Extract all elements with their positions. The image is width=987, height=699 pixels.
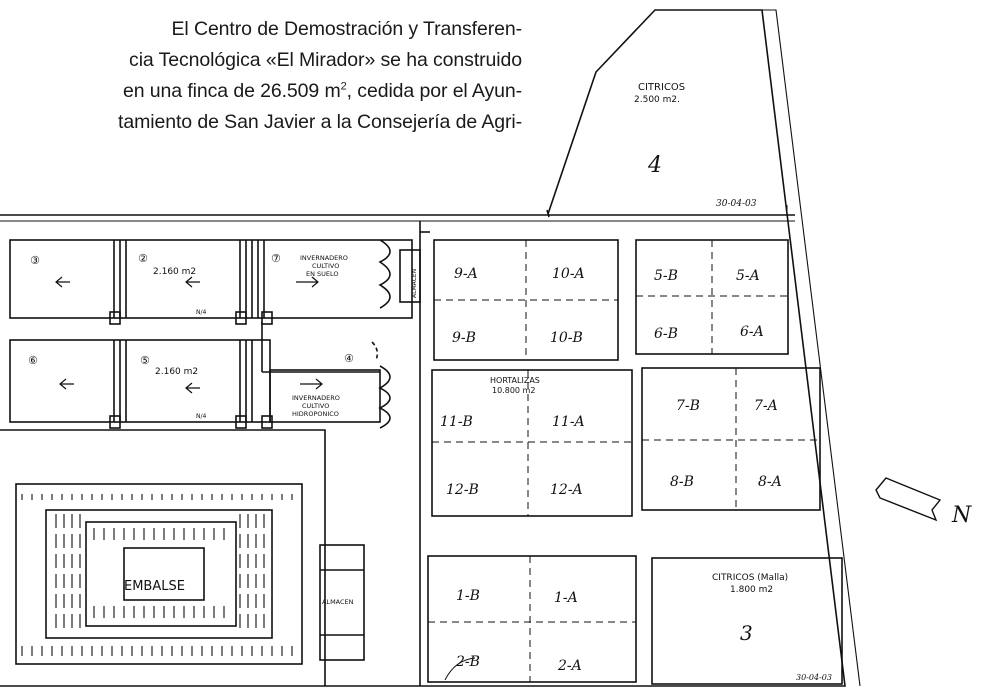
citricos-3-number: 3 xyxy=(740,621,753,645)
property-boundary xyxy=(0,9,846,687)
embalse-hatching xyxy=(21,494,293,656)
plot-1b: 1-B xyxy=(456,588,480,604)
citricos-4-title: CITRICOS xyxy=(638,82,685,93)
greenhouse-top-block xyxy=(9,239,413,319)
suelo-line-1: INVERNADERO xyxy=(300,254,348,262)
hidro-line-3: HIDROPONICO xyxy=(292,410,339,418)
plot-12a: 12-A xyxy=(550,482,583,498)
plots-11-12 xyxy=(431,369,633,517)
plot-7b: 7-B xyxy=(676,398,700,414)
greenhouse-hidro xyxy=(269,369,381,423)
almacen-small-label: ALMACEN xyxy=(411,269,418,298)
plot-5b: 5-B xyxy=(654,268,678,284)
plot-2b: 2-B xyxy=(455,654,480,670)
citricos-3-title: CITRICOS (Malla) xyxy=(712,573,788,583)
plot-6b: 6-B xyxy=(654,326,678,342)
greenhouse-6-label: ⑥ xyxy=(28,354,38,367)
plot-2a: 2-A xyxy=(557,658,582,674)
citricos-3-area: 1.800 m2 xyxy=(730,585,773,595)
plot-6a: 6-A xyxy=(740,324,764,340)
greenhouse-4-label: ④ xyxy=(344,352,354,365)
plot-11b: 11-B xyxy=(440,414,473,430)
plots-citricos-3 xyxy=(651,557,843,685)
plots-7-8 xyxy=(641,367,821,511)
citricos-4-number: 4 xyxy=(647,153,662,178)
greenhouse-top-area: 2.160 m2 xyxy=(153,267,196,277)
plot-10b: 10-B xyxy=(550,330,583,346)
plot-11a: 11-A xyxy=(552,414,585,430)
intro-line-3-post: , cedida por el Ayun- xyxy=(346,80,522,102)
hidro-line-2: CULTIVO xyxy=(302,402,329,410)
plot-8b: 8-B xyxy=(670,474,694,490)
plots-1-2 xyxy=(427,555,637,683)
hortalizas-title: HORTALIZAS xyxy=(490,376,540,385)
suelo-line-3: EN SUELO xyxy=(306,270,339,278)
greenhouse-5-label: ⑤ xyxy=(140,354,150,367)
greenhouse-7-label: ⑦ xyxy=(271,252,281,265)
intro-line-1: El Centro de Demostración y Transferen- xyxy=(171,18,523,40)
north-label: N xyxy=(951,503,972,528)
greenhouse-bottom-area: 2.160 m2 xyxy=(155,367,198,377)
suelo-line-2: CULTIVO xyxy=(312,262,339,270)
citricos-4-area: 2.500 m2. xyxy=(634,95,680,105)
intro-line-4: tamiento de San Javier a la Consejería d… xyxy=(118,111,522,133)
hidro-line-1: INVERNADERO xyxy=(292,394,340,402)
citricos-4-date: 30-04-03 xyxy=(716,199,757,209)
north-arrow-icon xyxy=(875,477,942,522)
plot-10a: 10-A xyxy=(552,266,585,282)
greenhouse-3-label: ③ xyxy=(30,254,40,267)
n4-label-bottom: N/4 xyxy=(196,413,207,420)
greenhouse-bottom-block xyxy=(9,339,271,423)
embalse-label: EMBALSE xyxy=(124,579,185,594)
intro-line-3: en una finca de 26.509 m2, cedida por el… xyxy=(0,76,522,107)
plot-1a: 1-A xyxy=(554,590,578,606)
hortalizas-area: 10.800 m2 xyxy=(492,386,535,395)
citricos-3-date: 30-04-03 xyxy=(796,673,832,682)
plot-12b: 12-B xyxy=(446,482,479,498)
embalse-outer xyxy=(15,483,303,665)
plot-5a: 5-A xyxy=(736,268,760,284)
plot-8a: 8-A xyxy=(758,474,782,490)
intro-paragraph: El Centro de Demostración y Transferen- … xyxy=(0,14,522,138)
superscript-2: 2 xyxy=(340,80,347,93)
intro-line-2: cia Tecnológica «El Mirador» se ha const… xyxy=(129,49,522,71)
greenhouse-2-label: ② xyxy=(138,252,148,265)
intro-line-3-pre: en una finca de 26.509 m xyxy=(122,80,341,102)
plot-9a: 9-A xyxy=(454,266,478,282)
plot-9b: 9-B xyxy=(452,330,476,346)
plot-7a: 7-A xyxy=(754,398,778,414)
almacen-building xyxy=(319,544,365,661)
almacen-label: ALMACEN xyxy=(322,598,354,606)
n4-label-top: N/4 xyxy=(196,309,207,316)
